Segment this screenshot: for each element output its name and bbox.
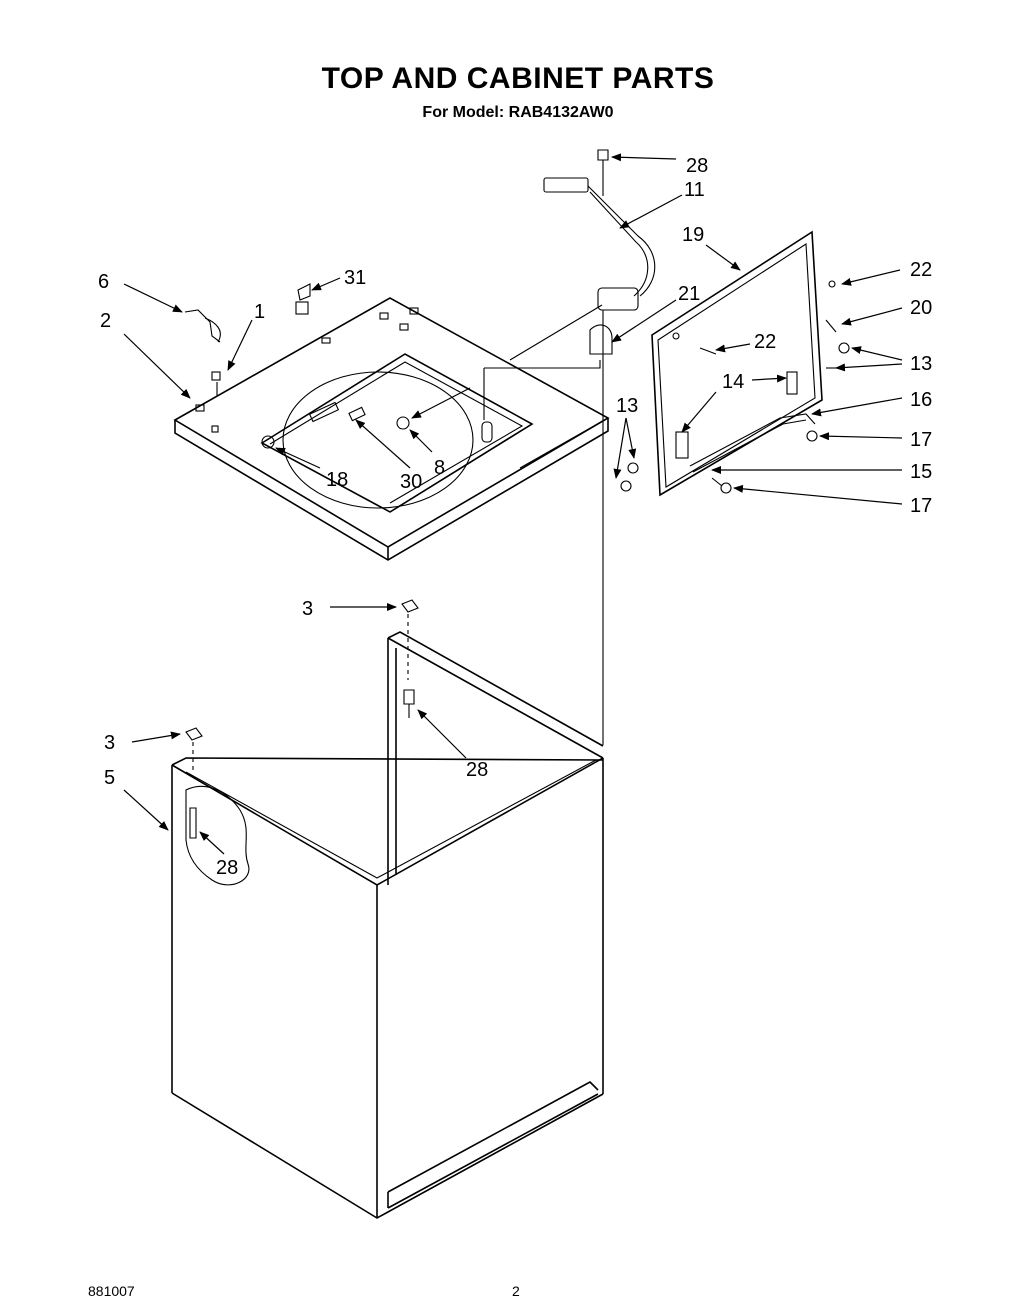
callout-5: 5 xyxy=(104,767,115,789)
callout-3-mid: 3 xyxy=(302,598,313,620)
washer-top-panel xyxy=(173,297,610,561)
callout-2: 2 xyxy=(100,310,111,332)
callout-3-left: 3 xyxy=(104,732,115,754)
callout-28-top: 28 xyxy=(686,155,708,177)
page-title: TOP AND CABINET PARTS xyxy=(321,62,715,95)
lid-assembly xyxy=(651,230,823,497)
callout-28-mid: 28 xyxy=(466,759,488,781)
document-number: 881007 xyxy=(88,1283,135,1299)
top-small-parts xyxy=(184,149,850,494)
callout-20: 20 xyxy=(910,297,932,319)
callout-11: 11 xyxy=(684,179,705,201)
callout-30: 30 xyxy=(400,471,422,493)
lid-switch-wiring xyxy=(483,177,656,420)
callout-14: 14 xyxy=(722,371,744,393)
callout-6: 6 xyxy=(98,271,109,293)
callout-18: 18 xyxy=(326,469,348,491)
leader-arrows xyxy=(123,153,903,855)
callout-22-right: 22 xyxy=(910,259,932,281)
callout-28-left: 28 xyxy=(216,857,238,879)
callout-13-right: 13 xyxy=(910,353,932,375)
callout-16: 16 xyxy=(910,389,932,411)
callout-15: 15 xyxy=(910,461,932,483)
page-number: 2 xyxy=(512,1283,520,1299)
callout-8: 8 xyxy=(434,457,445,479)
callout-21: 21 xyxy=(678,283,700,305)
callout-31: 31 xyxy=(344,267,366,289)
callout-13-left: 13 xyxy=(616,395,638,417)
cabinet xyxy=(171,310,609,1219)
callout-22-mid: 22 xyxy=(754,331,776,353)
callout-labels: 28 11 19 22 6 31 21 1 2 20 22 13 14 16 1… xyxy=(98,155,932,879)
callout-19: 19 xyxy=(682,224,704,246)
callout-1: 1 xyxy=(254,301,265,323)
model-subtitle: For Model: RAB4132AW0 xyxy=(422,104,614,121)
callout-17-lower: 17 xyxy=(910,495,932,517)
callout-17-upper: 17 xyxy=(910,429,932,451)
